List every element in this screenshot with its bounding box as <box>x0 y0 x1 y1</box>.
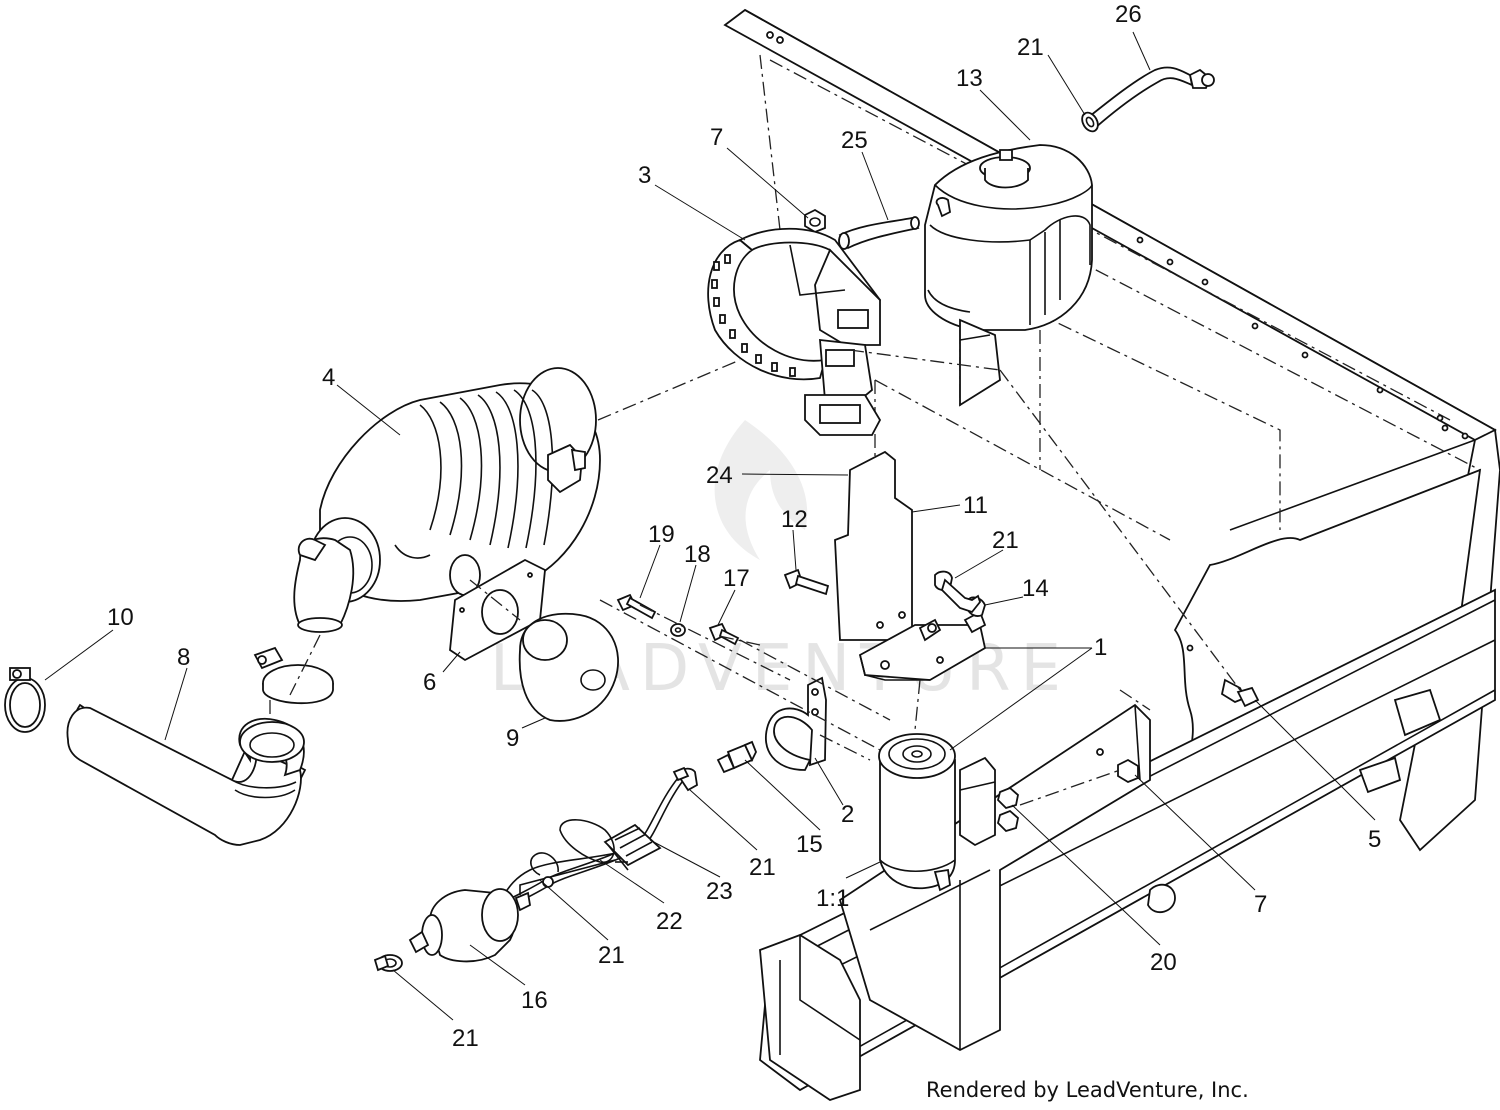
bolt-5 <box>1220 678 1260 708</box>
tank-bracket <box>959 318 1001 407</box>
callout-10: 10 <box>107 604 134 631</box>
callout-11: 11 <box>963 492 988 519</box>
callout-12: 12 <box>781 506 808 533</box>
filter-bracket-plate <box>834 450 913 641</box>
air-cleaner-mount-band <box>707 227 882 436</box>
callout-1-1: 1:1 <box>816 885 849 912</box>
bolt-12 <box>783 568 830 596</box>
callout-21: 21 <box>1017 34 1044 61</box>
hose-25 <box>838 216 920 250</box>
callout-labels: 26 21 13 7 25 3 4 24 11 12 19 18 17 21 1… <box>107 1 1381 1052</box>
callout-17: 17 <box>723 565 750 592</box>
callout-7b: 7 <box>1254 891 1267 918</box>
bolt-17 <box>708 622 740 646</box>
callout-19: 19 <box>648 521 675 548</box>
callout-7: 7 <box>710 124 723 151</box>
leader-lines <box>44 31 1376 1021</box>
callout-20: 20 <box>1150 949 1177 976</box>
hose-clamp-10 <box>4 667 46 733</box>
callout-16: 16 <box>521 987 548 1014</box>
callout-3: 3 <box>638 162 651 189</box>
render-credit: Rendered by LeadVenture, Inc. <box>926 1078 1249 1102</box>
callout-4: 4 <box>322 364 335 391</box>
callout-14: 14 <box>1022 575 1049 602</box>
fitting-21-14 <box>934 570 986 617</box>
callout-26: 26 <box>1115 1 1142 28</box>
callout-21e: 21 <box>452 1025 479 1052</box>
callout-23: 23 <box>706 878 733 905</box>
fuel-water-separator <box>878 733 996 892</box>
callout-8: 8 <box>177 644 190 671</box>
overflow-hose <box>1081 66 1215 133</box>
clamp-21-low <box>373 954 403 972</box>
nut-7-upper <box>804 208 826 234</box>
frame-rails <box>723 8 1500 1101</box>
pre-cleaner-cap <box>518 612 619 722</box>
hose-clamp-upper <box>253 646 334 705</box>
callout-6: 6 <box>423 669 436 696</box>
callout-24: 24 <box>706 462 733 489</box>
clamp-21-mid <box>672 766 698 792</box>
intake-elbow-hose <box>66 703 307 846</box>
fitting-15 <box>716 740 757 774</box>
callout-9: 9 <box>506 725 519 752</box>
inline-fuel-filter <box>408 876 554 963</box>
washer-18 <box>670 623 686 637</box>
callout-21b: 21 <box>992 527 1019 554</box>
callout-2: 2 <box>841 801 854 828</box>
callout-21c: 21 <box>749 854 776 881</box>
callout-22: 22 <box>656 908 683 935</box>
bolt-19 <box>616 593 657 620</box>
callout-1: 1 <box>1094 634 1107 661</box>
air-cleaner-ribs <box>419 389 554 549</box>
watermark-flame-icon <box>714 420 808 560</box>
nuts-20 <box>997 786 1019 833</box>
frame-holes <box>766 31 1469 652</box>
callout-21d: 21 <box>598 942 625 969</box>
callout-18: 18 <box>684 541 711 568</box>
fuel-lines <box>499 777 683 911</box>
coolant-tank <box>924 144 1093 331</box>
air-cleaner-assembly <box>293 367 601 633</box>
callout-5: 5 <box>1368 826 1381 853</box>
callout-13: 13 <box>956 65 983 92</box>
callout-25: 25 <box>841 127 868 154</box>
band-slots <box>711 254 796 377</box>
assembly-centerlines <box>269 349 1241 806</box>
callout-15: 15 <box>796 831 823 858</box>
